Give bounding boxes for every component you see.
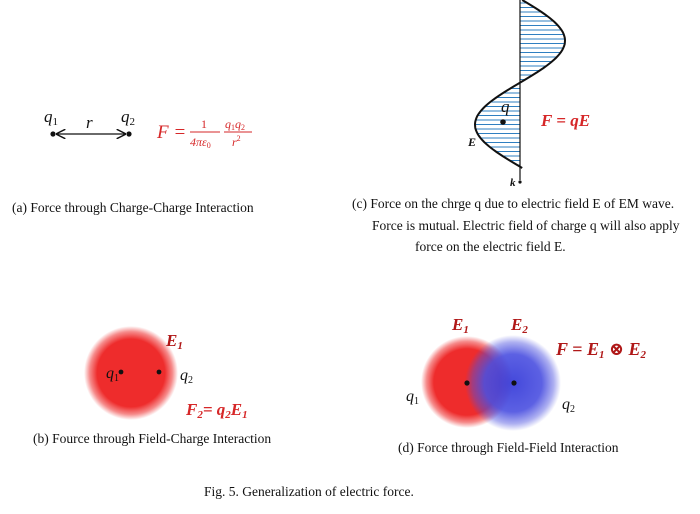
q2-label-b: q2	[180, 367, 193, 386]
q2-label: q2	[121, 107, 135, 128]
e1-label-d: E1	[451, 315, 469, 336]
wave-curve	[473, 0, 567, 169]
svg-text:4πε0: 4πε0	[190, 135, 211, 150]
panel-c: q E k F = qE (c) Force on the chrge q du…	[352, 0, 680, 254]
svg-text:r2: r2	[232, 134, 241, 149]
svg-text:F =: F =	[156, 122, 186, 143]
q1-label-b: q1	[106, 365, 119, 384]
q1-label: q1	[44, 107, 58, 128]
charge-q2-dot	[126, 131, 132, 137]
charge-q1-dot-d	[464, 380, 470, 386]
charge-q1-dot-b	[118, 369, 124, 375]
e-field-label: E	[467, 135, 476, 149]
charge-q-dot	[500, 119, 506, 125]
field-e1-cloud	[84, 326, 178, 420]
q-label: q	[501, 97, 510, 116]
panel-d: E1 E2 q1 q2 F = E1 ⊗ E2 (d) Force throug…	[398, 315, 647, 455]
panel-b: q1 q2 E1 F2= q2E1 (b) Fource through Fie…	[33, 326, 271, 446]
force-formula-d: F = E1 ⊗ E2	[555, 339, 647, 361]
e2-label-d: E2	[510, 315, 528, 336]
axis-end-dot	[518, 180, 522, 184]
charge-q2-dot-d	[511, 380, 517, 386]
force-formula-c: F = qE	[540, 111, 590, 130]
q1-label-d: q1	[406, 388, 419, 407]
r-label: r	[86, 113, 93, 132]
caption-d: (d) Force through Field-Field Interactio…	[398, 440, 619, 455]
k-label: k	[510, 177, 516, 189]
caption-c-line1: (c) Force on the chrge q due to electric…	[352, 196, 674, 211]
svg-text:1: 1	[201, 117, 207, 131]
caption-b: (b) Fource through Field-Charge Interact…	[33, 431, 271, 446]
caption-c-line3: force on the electric field E.	[415, 239, 566, 254]
coulomb-formula: F = 1 4πε0 q1q2 r2	[156, 117, 252, 150]
charge-q2-dot-b	[156, 369, 162, 375]
figure-caption: Fig. 5. Generalization of electric force…	[204, 484, 414, 499]
caption-a: (a) Force through Charge-Charge Interact…	[12, 200, 254, 215]
force-formula-b: F2= q2E1	[185, 400, 248, 421]
panel-a: q1 r q2 F = 1 4πε0 q1q2 r2 (a) Force thr…	[12, 107, 254, 215]
q2-label-d: q2	[562, 396, 575, 415]
em-wave	[473, 0, 567, 184]
svg-text:q1q2: q1q2	[225, 117, 245, 132]
charge-q1-dot	[50, 131, 56, 137]
caption-c-line2: Force is mutual. Electric field of charg…	[372, 218, 680, 233]
e1-label-b: E1	[165, 331, 183, 352]
